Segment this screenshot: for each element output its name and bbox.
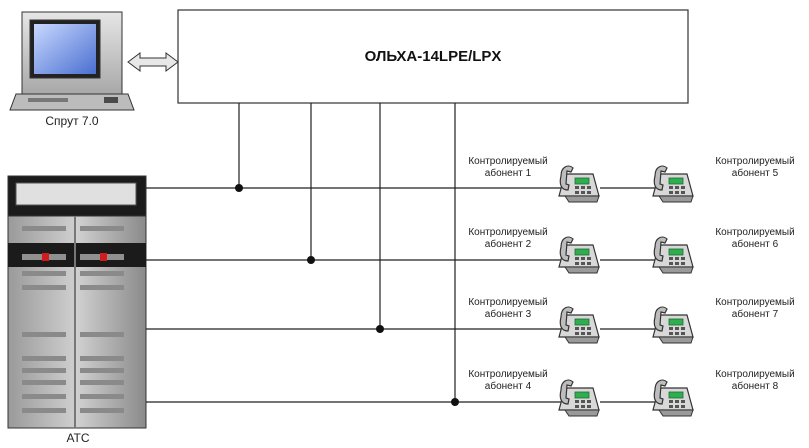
subscriber-label-line1: Контролируемый	[715, 227, 795, 238]
junction-dot	[235, 184, 243, 192]
double-arrow-icon	[127, 52, 179, 72]
computer-label: Спрут 7.0	[45, 114, 99, 128]
tap-lines	[238, 103, 456, 402]
junction-dot	[451, 398, 459, 406]
subscriber-label-line1: Контролируемый	[468, 227, 548, 238]
subscriber-lines	[146, 187, 660, 403]
subscriber-label-line2: абонент 8	[731, 381, 779, 392]
telephone-exchange-rack-icon	[7, 175, 147, 429]
junction-dot	[376, 325, 384, 333]
desktop-computer-icon	[9, 11, 135, 111]
desk-phone-icon	[652, 236, 694, 274]
subscriber-label-line2: абонент 2	[484, 239, 532, 250]
desk-phone-icon	[652, 379, 694, 417]
subscriber-label-line2: абонент 7	[731, 309, 779, 320]
subscriber-label-line1: Контролируемый	[715, 369, 795, 380]
subscriber-label-line2: абонент 4	[484, 381, 532, 392]
desk-phone-icon	[558, 306, 600, 344]
subscriber-label-line1: Контролируемый	[715, 297, 795, 308]
subscriber-label-line1: Контролируемый	[468, 369, 548, 380]
junction-dots	[235, 184, 459, 406]
desk-phone-icon	[558, 165, 600, 203]
desk-phone-icon	[652, 165, 694, 203]
olkha-device-box	[177, 9, 689, 104]
desk-phone-icon	[652, 306, 694, 344]
subscriber-label-line2: абонент 6	[731, 239, 779, 250]
desk-phone-icon	[558, 236, 600, 274]
subscriber-label-line2: абонент 1	[484, 168, 532, 179]
subscriber-label-line2: абонент 3	[484, 309, 532, 320]
desk-phone-icon	[558, 379, 600, 417]
junction-dot	[307, 256, 315, 264]
exchange-label: АТС	[66, 431, 90, 445]
subscriber-label-line1: Контролируемый	[715, 156, 795, 167]
subscriber-label-line1: Контролируемый	[468, 156, 548, 167]
subscriber-label-line1: Контролируемый	[468, 297, 548, 308]
subscriber-label-line2: абонент 5	[731, 168, 779, 179]
device-title: ОЛЬХА-14LPE/LPX	[364, 48, 502, 65]
